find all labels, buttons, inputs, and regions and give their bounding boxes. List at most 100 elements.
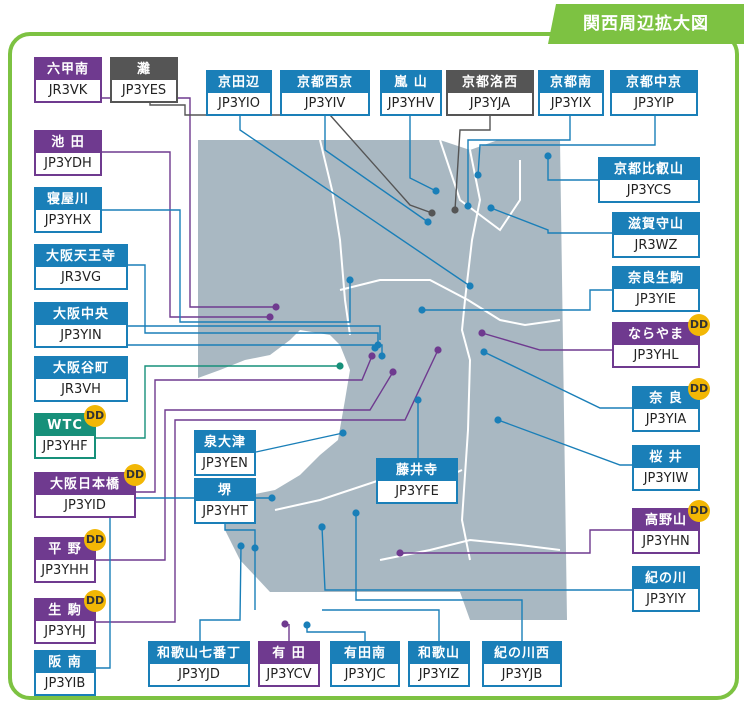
connector-osaka-chuo (128, 325, 381, 340)
station-callsign: JP3YIA (645, 412, 687, 427)
station-name: 京都南 (540, 72, 602, 93)
station-label-kyoto-nishikyo[interactable]: 京都西京 JP3YIV (280, 70, 370, 116)
connector-koyasan (400, 529, 632, 554)
station-label-rokkosan[interactable]: 六甲南 JR3VK (34, 57, 102, 103)
dd-badge: DD (84, 529, 106, 551)
station-name: 平 野 (36, 539, 94, 560)
dd-badge: DD (688, 500, 710, 522)
station-dot-kyoto-minami (464, 202, 472, 210)
station-callsign: JP3YIX (550, 96, 592, 111)
land-north (198, 140, 567, 620)
station-callsign: JP3YIV (304, 96, 346, 111)
station-callsign: JP3YID (64, 498, 106, 513)
station-name: 京都洛西 (448, 72, 532, 93)
station-dot-wakayama (318, 523, 326, 531)
station-name: 奈 良 (634, 388, 698, 409)
station-dot-kinokawa-nishi (352, 509, 360, 517)
connector-izumi-otsu (255, 432, 344, 453)
station-label-arida[interactable]: 有 田 JP3YCV (258, 641, 320, 687)
connector-kyoto-chukyo (477, 115, 656, 176)
land-area (198, 140, 567, 620)
station-name: 寝屋川 (36, 189, 100, 210)
title-tab-shape (548, 4, 744, 44)
station-name: ならやま (614, 324, 698, 345)
station-name: 和歌山七番丁 (150, 643, 248, 664)
connector-kyoto-rakusai (454, 115, 491, 211)
connector-nada (149, 98, 433, 214)
station-name: 有 田 (260, 643, 318, 664)
station-name: 高野山 (634, 510, 698, 531)
station-name: 大阪中央 (36, 304, 126, 325)
station-label-izumi-otsu[interactable]: 泉大津 JP3YEN (194, 430, 256, 476)
station-name: 奈良生駒 (614, 268, 698, 289)
station-name: 泉大津 (196, 432, 254, 453)
station-callsign: JR3VK (48, 83, 88, 98)
station-label-nada[interactable]: 灘 JP3YES (110, 57, 178, 103)
station-callsign: JP3YCV (266, 667, 312, 682)
station-dot-wakayama-shichibancho (237, 542, 245, 550)
map-title: 関西周辺拡大図 (583, 14, 709, 34)
connector-hannan (96, 497, 272, 669)
station-dot-koyasan (396, 549, 404, 557)
connector-narayama (481, 332, 612, 351)
connector-hirano (96, 371, 394, 561)
connector-kyotanabe (239, 115, 471, 287)
station-name: 藤井寺 (378, 460, 456, 481)
border-line-4 (439, 139, 521, 232)
station-dot-arashiyama (432, 187, 440, 195)
connector-ikeda (102, 151, 270, 318)
station-callsign: JP3YES (121, 83, 167, 98)
dd-badge: DD (688, 378, 710, 400)
station-name: 京都西京 (282, 72, 368, 93)
station-name: 堺 (196, 480, 254, 501)
station-callsign: JP3YHN (642, 534, 690, 549)
station-label-kyoto-minami[interactable]: 京都南 JP3YIX (538, 70, 604, 116)
station-dot-izumi-otsu (339, 429, 347, 437)
station-dot-sakurai (494, 416, 502, 424)
station-dot-wtc (336, 362, 344, 370)
station-dot-hirano (389, 368, 397, 376)
connector-wtc (96, 365, 340, 439)
station-name: 紀の川西 (484, 643, 560, 664)
connector-sakurai (497, 419, 632, 466)
map-frame (8, 32, 739, 700)
station-name: 灘 (112, 59, 176, 80)
connector-neyagawa (102, 209, 351, 323)
station-dot-hannan (268, 494, 276, 502)
station-callsign: JP3YEN (202, 456, 248, 471)
station-callsign: JP3YDH (44, 156, 92, 171)
station-name: 阪 南 (36, 652, 94, 673)
station-name: 六甲南 (36, 59, 100, 80)
station-callsign: JP3YIY (646, 592, 686, 607)
connector-nara (483, 351, 632, 409)
station-name: 京都中京 (612, 72, 696, 93)
connector-osaka-nihonbashi (136, 355, 373, 493)
station-dot-ikoma (434, 346, 442, 354)
connector-kyoto-nishikyo (324, 115, 429, 223)
